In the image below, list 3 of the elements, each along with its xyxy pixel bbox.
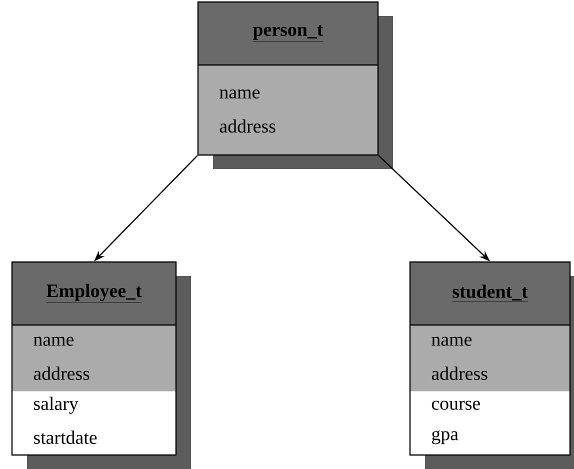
class-box: Employee_t name address salary startdate (11, 261, 191, 469)
class-box: person_t name address (197, 1, 393, 169)
class-box: student_t name address course gpa (409, 261, 574, 469)
